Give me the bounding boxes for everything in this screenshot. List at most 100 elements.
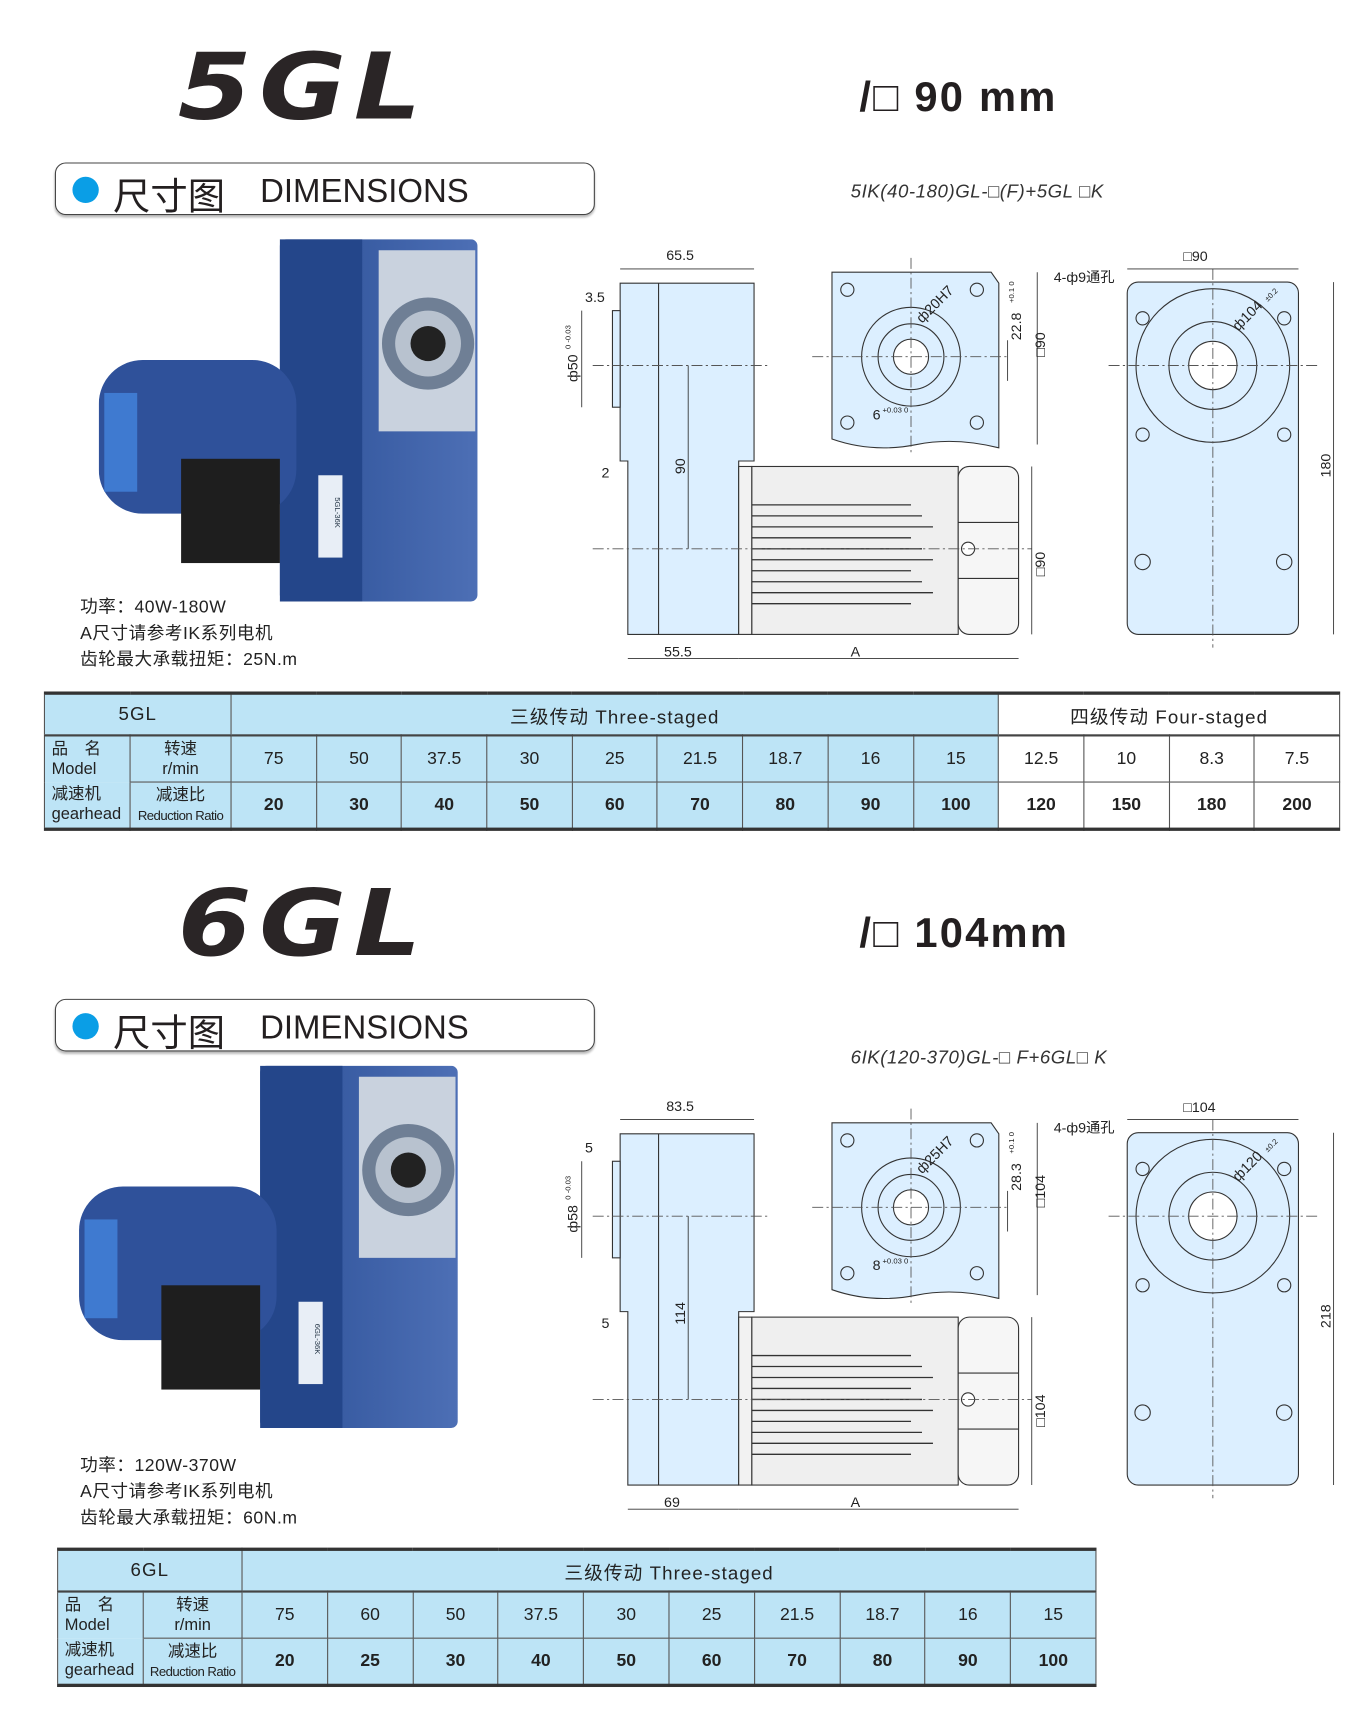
dim-step-top: 3.5: [585, 290, 605, 306]
dim-shaft-dia: ф50: [565, 354, 581, 382]
dimension-drawing: 83.5 5 ф58 0 -0.03 5 114 69 A ф25H7 28.3…: [564, 1099, 1335, 1511]
ratio-label: 减速比 Reduction Ratio: [129, 781, 232, 830]
bullet-dot-icon: [72, 176, 99, 204]
label-text: 转速: [164, 739, 198, 758]
nameplate-label: 5GL-36K: [333, 497, 342, 529]
dim-holes: 4-ф9通孔: [1054, 1120, 1115, 1137]
label-text: 减速机: [51, 785, 101, 804]
label-text: 减速比: [155, 785, 206, 804]
label-text: r/min: [174, 1615, 211, 1634]
dim-bottom-width: 55.5: [664, 644, 692, 660]
label-text: Model: [51, 759, 97, 778]
dim-holes: 4-ф9通孔: [1054, 269, 1115, 286]
dim-top-width: 65.5: [666, 248, 694, 264]
speed-cell: 15: [912, 734, 1000, 783]
stage-group-header: 三级传动 Three-staged: [230, 692, 1000, 737]
header-en: DIMENSIONS: [260, 1009, 469, 1047]
ratio-cell: 100: [912, 781, 1000, 830]
dim-key-width-tol: +0.03 0: [882, 1256, 908, 1265]
label-text: 减速机: [64, 1641, 115, 1660]
speed-cell: 25: [571, 734, 658, 783]
speed-cell: 15: [1009, 1590, 1097, 1639]
ratio-cell: 60: [668, 1637, 755, 1686]
output-shaft-hub: [611, 310, 621, 408]
ratio-cell: 180: [1168, 781, 1255, 830]
ratio-cell: 80: [742, 781, 829, 830]
speed-cell: 7.5: [1253, 734, 1341, 783]
ratio-cell: 25: [326, 1637, 414, 1686]
output-shaft-hub: [611, 1160, 621, 1259]
dim-key-width-tol: +0.03 0: [882, 406, 908, 415]
speed-cell: 75: [230, 734, 317, 783]
ratio-cell: 200: [1253, 781, 1341, 830]
speed-cell: 37.5: [401, 734, 488, 783]
speed-cell: 50: [412, 1590, 499, 1639]
model-title: 6GL: [177, 869, 429, 977]
label-text: gearhead: [51, 804, 122, 824]
terminal-box: [161, 1285, 261, 1390]
ratio-cell: 20: [230, 781, 317, 830]
frame-size: /□ 90 mm: [859, 74, 1058, 121]
speed-cell: 10: [1083, 734, 1170, 783]
dim-flange-square: □104: [1033, 1175, 1049, 1207]
model-formula: 6IK(120-370)GL-□ F+6GL□ K: [850, 1047, 1108, 1068]
dim-step-bottom: 2: [601, 465, 609, 481]
frame-size: /□ 104mm: [859, 911, 1070, 958]
ratio-cell: 40: [497, 1637, 585, 1686]
label-text: Reduction Ratio: [149, 1663, 236, 1679]
note-line: 功率：40W-180W: [80, 598, 227, 617]
dim-key-width: 6: [873, 407, 881, 423]
dim-total-height: 180: [1318, 454, 1334, 478]
label-text: Reduction Ratio: [137, 807, 224, 823]
ratio-cell: 50: [486, 781, 573, 830]
dim-motor-square: □90: [1033, 552, 1049, 577]
dim-key-height-tol: +0.1 0: [1007, 1132, 1016, 1154]
dim-rear-square: □104: [1183, 1100, 1215, 1116]
gearmotor-photo: 6GL-36K: [79, 1065, 458, 1428]
label-text: Model: [64, 1615, 110, 1635]
dim-shaft-tol: 0 -0.03: [564, 1176, 573, 1200]
gearmotor-photo: 5GL-36K: [98, 239, 478, 602]
speed-cell: 21.5: [656, 734, 744, 783]
header-cn: 尺寸图: [113, 1011, 226, 1056]
ratio-cell: 30: [315, 781, 403, 830]
dim-shaft-dia: ф58: [565, 1205, 581, 1233]
label-text: gearhead: [64, 1660, 135, 1680]
note-line: A尺寸请参考IK系列电机: [80, 1482, 274, 1502]
ratio-cell: 70: [656, 781, 744, 830]
speed-cell: 50: [315, 734, 403, 783]
ratio-cell: 30: [412, 1637, 499, 1686]
speed-cell: 16: [924, 1590, 1012, 1639]
stage-group-header: 三级传动 Three-staged: [241, 1548, 1097, 1593]
ratio-cell: 90: [924, 1637, 1012, 1686]
dim-key-height-tol: +0.1 0: [1007, 281, 1016, 303]
speed-cell: 16: [827, 734, 914, 783]
label-text: 转速: [176, 1595, 210, 1615]
speed-cell: 21.5: [753, 1590, 841, 1639]
header-cn: 尺寸图: [113, 175, 226, 220]
ratio-cell: 120: [997, 781, 1085, 830]
speed-cell: 30: [583, 1590, 670, 1639]
bullet-dot-icon: [72, 1013, 99, 1040]
speed-cell: 18.7: [742, 734, 829, 783]
dim-total-height: 218: [1318, 1304, 1334, 1328]
ratio-cell: 80: [839, 1637, 926, 1686]
dim-top-width: 83.5: [666, 1099, 694, 1115]
section-6gl: 6GL /□ 104mm 尺寸图 DIMENSIONS 6IK(120-370)…: [0, 836, 1350, 1692]
dim-motor-length: A: [851, 644, 861, 660]
